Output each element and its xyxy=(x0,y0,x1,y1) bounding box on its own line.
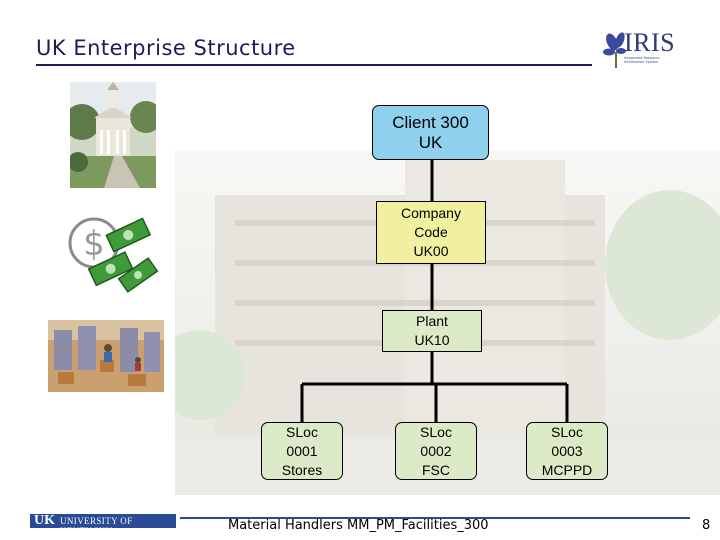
sloc-node-0001: SLoc 0001 Stores xyxy=(261,422,343,480)
client-node: Client 300 UK xyxy=(372,105,489,160)
plant-node: Plant UK10 xyxy=(382,310,482,352)
client-line: UK xyxy=(419,133,443,153)
sloc-line: 0001 xyxy=(286,442,317,461)
company-code-line: UK00 xyxy=(413,242,448,261)
page-number: 8 xyxy=(702,518,710,533)
sloc-node-0002: SLoc 0002 FSC xyxy=(395,422,477,480)
plant-line: Plant xyxy=(416,312,448,331)
footer-text: Material Handlers MM_PM_Facilities_300 xyxy=(228,518,489,533)
sloc-line: SLoc xyxy=(420,423,452,442)
sloc-line: Stores xyxy=(282,461,322,480)
university-of-kentucky-logo: UK UNIVERSITY OF KENTUCKY xyxy=(30,514,176,528)
plant-line: UK10 xyxy=(414,331,449,350)
sloc-line: MCPPD xyxy=(542,461,593,480)
sloc-line: SLoc xyxy=(286,423,318,442)
sloc-line: FSC xyxy=(422,461,450,480)
uk-logo-mark: UK xyxy=(34,513,55,529)
company-code-line: Company xyxy=(401,204,461,223)
sloc-line: 0003 xyxy=(551,442,582,461)
uk-logo-name: UNIVERSITY OF KENTUCKY xyxy=(60,516,176,536)
sloc-line: 0002 xyxy=(420,442,451,461)
sloc-line: SLoc xyxy=(551,423,583,442)
company-code-node: Company Code UK00 xyxy=(376,201,486,264)
client-line: Client 300 xyxy=(392,113,469,133)
company-code-line: Code xyxy=(414,223,447,242)
sloc-node-0003: SLoc 0003 MCPPD xyxy=(526,422,608,480)
